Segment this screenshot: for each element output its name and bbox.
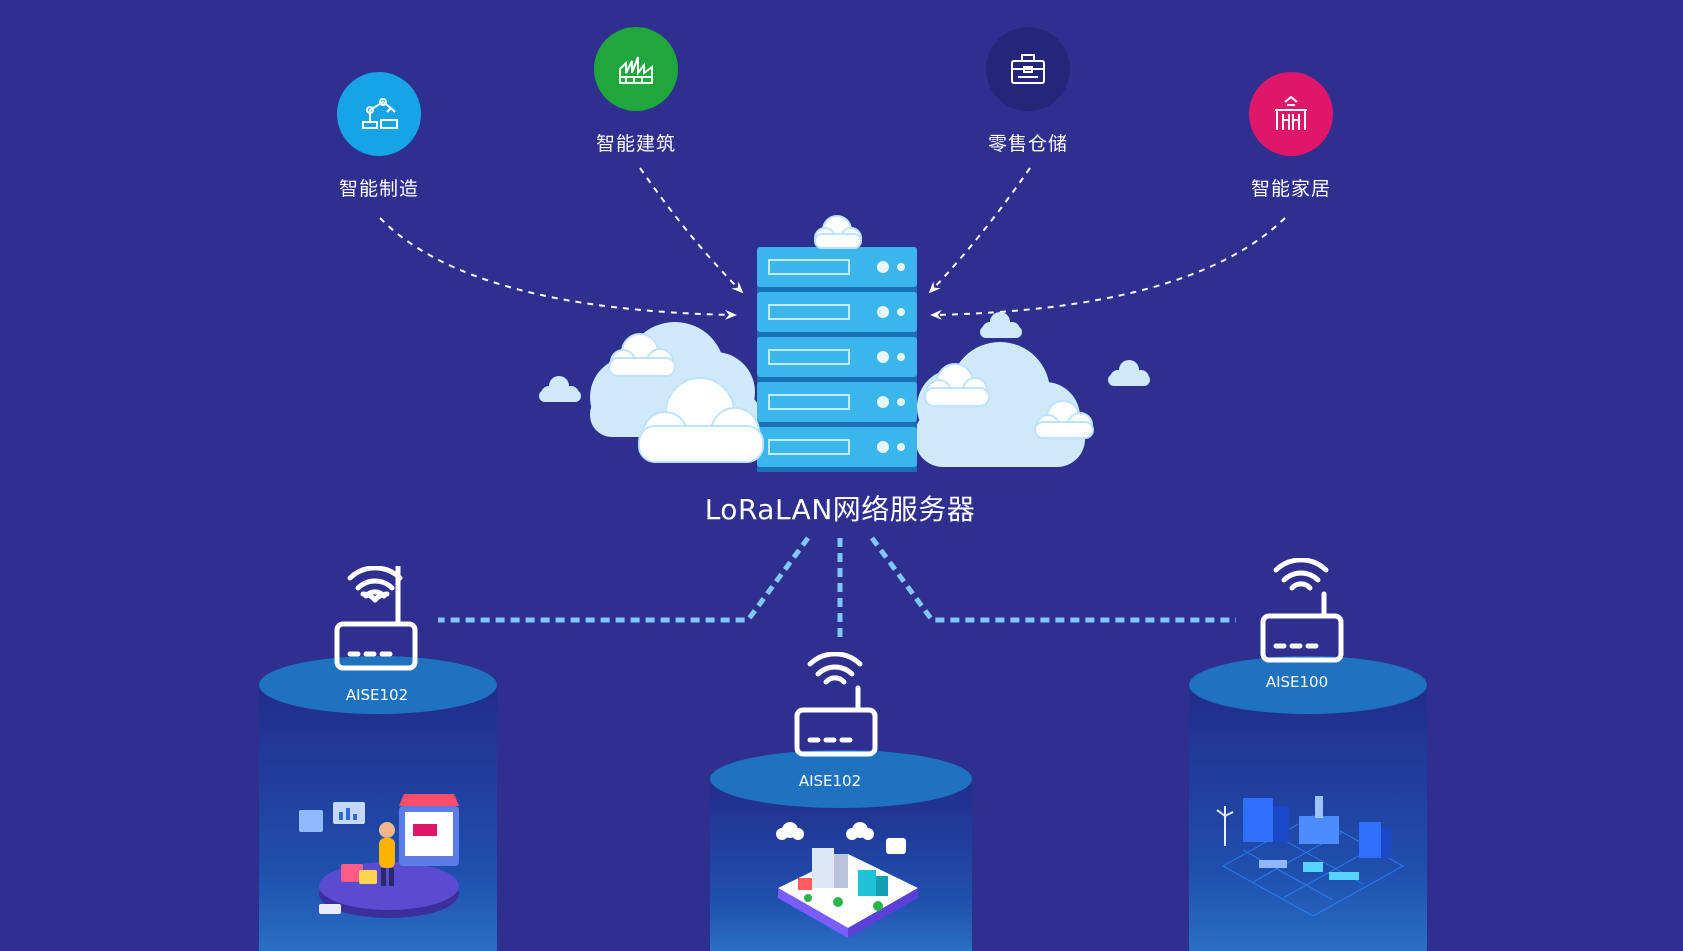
server-label: LoRaLAN网络服务器 [704, 493, 976, 526]
gateway-device-icon [1260, 558, 1344, 663]
smart-factory-illustration [1216, 796, 1405, 916]
pillar-top [1189, 656, 1427, 714]
robot-arm-icon [362, 98, 398, 129]
building-icon [619, 56, 653, 84]
app-label-building: 智能建筑 [595, 133, 676, 155]
cloud-icon [1034, 400, 1094, 439]
pillar-right [1189, 656, 1427, 951]
app-label-home: 智能家居 [1250, 178, 1331, 200]
pillar-left [259, 656, 497, 951]
app-node-home: 智能家居 [1201, 72, 1381, 201]
smart-retail-illustration [299, 794, 459, 918]
cloud-icon [980, 312, 1022, 338]
cloud-icon [1108, 360, 1150, 386]
smart-home-icon [1275, 95, 1307, 130]
server-rack-icon [757, 247, 917, 472]
gateway-device-icon [334, 566, 418, 671]
pillar-top [710, 750, 972, 808]
app-node-manufacturing: 智能制造 [289, 72, 469, 201]
app-circle [337, 72, 421, 156]
app-label-retail: 零售仓储 [987, 133, 1068, 155]
cloud-icon [638, 377, 764, 463]
link-server-to-left-gateway [438, 536, 811, 623]
cloud-icon [539, 376, 581, 402]
gateway-label-center: AISE102 [798, 772, 862, 790]
app-circle [594, 27, 678, 111]
app-node-retail: 零售仓储 [938, 27, 1118, 156]
toolbox-icon [1011, 54, 1045, 84]
app-label-manufacturing: 智能制造 [338, 178, 419, 200]
cloud-icon [924, 363, 990, 407]
app-circle [1249, 72, 1333, 156]
cloud-icon [814, 215, 862, 249]
link-server-to-right-gateway [869, 536, 1236, 623]
app-node-building: 智能建筑 [546, 27, 726, 156]
arrow-home-to-server [930, 217, 1286, 320]
gateway-device-icon [794, 652, 878, 757]
server-cluster [539, 215, 1094, 472]
app-circle [986, 27, 1070, 111]
gateway-label-left: AISE102 [345, 686, 409, 704]
pillar-center [710, 750, 972, 951]
smart-city-illustration [776, 822, 918, 938]
cloud-icon [608, 333, 676, 377]
gateway-label-right: AISE100 [1265, 673, 1329, 691]
